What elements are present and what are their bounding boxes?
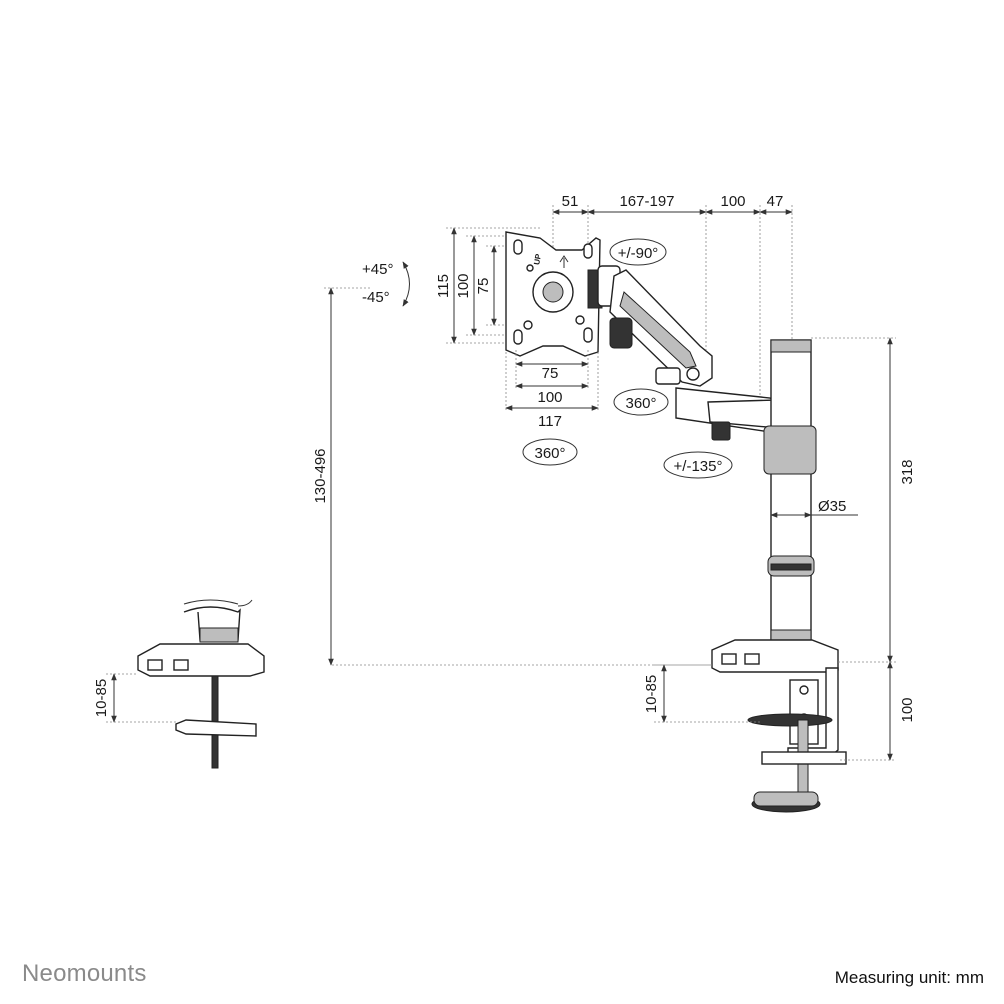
vesa-up-label: UP bbox=[532, 252, 543, 265]
dim-35-label: Ø35 bbox=[818, 498, 846, 515]
dim-167-197-label: 167-197 bbox=[619, 193, 674, 210]
dim-75-vert-label: 75 bbox=[475, 278, 492, 295]
vesa-plate: UP bbox=[505, 231, 601, 357]
rotate-360-head-label: 360° bbox=[625, 395, 656, 412]
rotation-badge-head-360: 360° bbox=[613, 388, 669, 416]
grommet-mount: 10-85 bbox=[93, 599, 265, 769]
swivel-90-label: +/-90° bbox=[618, 245, 659, 262]
rotation-badge-swivel-90: +/-90° bbox=[609, 238, 667, 266]
rotation-badge-plate-360: 360° bbox=[522, 438, 578, 466]
tilt-arrow-icon bbox=[402, 261, 410, 307]
dim-100-horiz-label: 100 bbox=[537, 389, 562, 406]
tilt-down-label: -45° bbox=[362, 289, 390, 306]
swivel-135-label: +/-135° bbox=[674, 458, 723, 475]
dim-100-vert-label: 100 bbox=[455, 273, 472, 298]
rotate-360-plate-label: 360° bbox=[534, 445, 565, 462]
dim-115-label: 115 bbox=[435, 274, 452, 298]
desk-clamp bbox=[711, 639, 847, 813]
vesa-vertical-dimensions: 115 100 75 bbox=[435, 227, 540, 344]
vesa-horizontal-dimensions: 75 100 117 bbox=[505, 350, 599, 430]
rotation-badge-swivel-135: +/-135° bbox=[663, 451, 733, 479]
gas-spring-arm bbox=[587, 265, 779, 441]
dim-51-label: 51 bbox=[562, 193, 579, 210]
height-dimensions: 130-496 318 100 10-85 bbox=[312, 287, 916, 761]
dim-10-85-mid-label: 10-85 bbox=[643, 675, 660, 713]
dim-117-label: 117 bbox=[538, 413, 562, 430]
dim-75-horiz-label: 75 bbox=[542, 365, 559, 382]
dim-100-top-label: 100 bbox=[720, 193, 745, 210]
dim-100-right-label: 100 bbox=[899, 697, 916, 722]
pole-diameter-dimension: Ø35 bbox=[770, 498, 858, 518]
dim-318-label: 318 bbox=[899, 459, 916, 484]
tilt-up-label: +45° bbox=[362, 261, 393, 278]
dim-10-85-left-label: 10-85 bbox=[93, 679, 110, 717]
dim-47-label: 47 bbox=[767, 193, 784, 210]
measuring-unit-note: Measuring unit: mm bbox=[834, 968, 984, 987]
mounting-pole bbox=[763, 339, 817, 645]
dim-130-496-label: 130-496 bbox=[312, 448, 329, 503]
up-arrow-icon bbox=[559, 255, 569, 268]
tilt-indicator: +45° -45° bbox=[362, 261, 410, 307]
top-dimension-row: 51 167-197 100 47 bbox=[552, 193, 793, 400]
brand-logo: Neomounts bbox=[22, 960, 147, 987]
